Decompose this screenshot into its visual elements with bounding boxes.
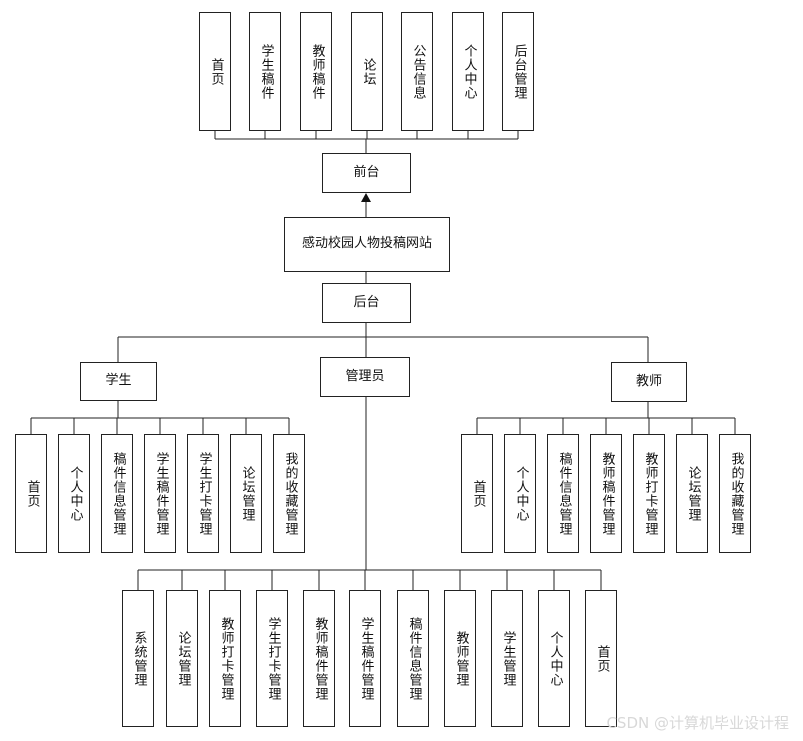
node-root: 感动校园人物投稿网站 xyxy=(284,217,450,272)
frontend-leaf: 后台管理 xyxy=(502,12,534,131)
teacher-leaf: 论坛管理 xyxy=(676,434,708,553)
student-leaf: 稿件信息管理 xyxy=(101,434,133,553)
admin-leaf: 教师稿件管理 xyxy=(303,590,335,727)
teacher-leaf: 我的收藏管理 xyxy=(719,434,751,553)
teacher-leaf: 个人中心 xyxy=(504,434,536,553)
node-admin: 管理员 xyxy=(320,357,410,397)
student-leaf: 学生打卡管理 xyxy=(187,434,219,553)
student-leaf: 个人中心 xyxy=(58,434,90,553)
admin-leaf: 首页 xyxy=(585,590,617,727)
admin-leaf: 个人中心 xyxy=(538,590,570,727)
student-leaf: 我的收藏管理 xyxy=(273,434,305,553)
frontend-leaf: 首页 xyxy=(199,12,231,131)
student-leaf: 学生稿件管理 xyxy=(144,434,176,553)
teacher-leaf: 首页 xyxy=(461,434,493,553)
node-backend: 后台 xyxy=(322,283,411,323)
frontend-leaf: 教师稿件 xyxy=(300,12,332,131)
teacher-leaf: 稿件信息管理 xyxy=(547,434,579,553)
admin-leaf: 论坛管理 xyxy=(166,590,198,727)
teacher-leaf: 教师打卡管理 xyxy=(633,434,665,553)
admin-leaf: 学生稿件管理 xyxy=(349,590,381,727)
admin-leaf: 教师管理 xyxy=(444,590,476,727)
admin-leaf: 学生打卡管理 xyxy=(256,590,288,727)
frontend-leaf: 个人中心 xyxy=(452,12,484,131)
frontend-leaf: 论坛 xyxy=(351,12,383,131)
node-frontend: 前台 xyxy=(322,153,411,193)
node-teacher: 教师 xyxy=(611,362,687,402)
admin-leaf: 系统管理 xyxy=(122,590,154,727)
admin-leaf: 教师打卡管理 xyxy=(209,590,241,727)
frontend-leaf: 公告信息 xyxy=(401,12,433,131)
frontend-leaf: 学生稿件 xyxy=(249,12,281,131)
node-student: 学生 xyxy=(80,362,157,401)
admin-leaf: 稿件信息管理 xyxy=(397,590,429,727)
student-leaf: 论坛管理 xyxy=(230,434,262,553)
teacher-leaf: 教师稿件管理 xyxy=(590,434,622,553)
frontend-arrow xyxy=(361,193,371,202)
watermark: CSDN @计算机毕业设计程 xyxy=(606,714,789,732)
student-leaf: 首页 xyxy=(15,434,47,553)
admin-leaf: 学生管理 xyxy=(491,590,523,727)
